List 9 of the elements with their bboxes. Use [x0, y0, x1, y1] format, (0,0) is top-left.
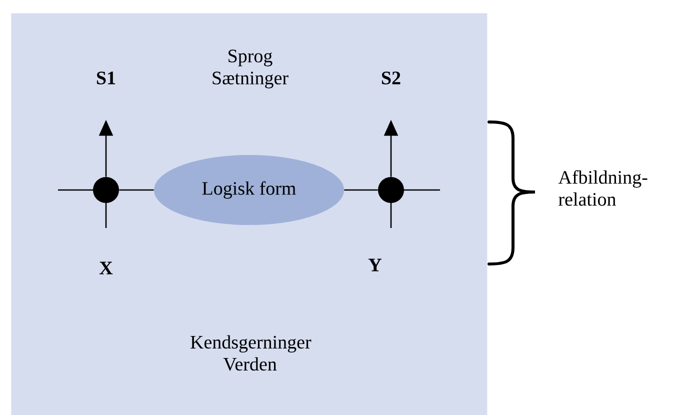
- label: S2: [382, 72, 400, 84]
- label: X: [100, 262, 113, 274]
- label: S1: [96, 72, 116, 84]
- dot: [378, 177, 404, 203]
- connector-line: [344, 189, 378, 191]
- label: Afbildning- relation: [558, 170, 648, 206]
- label: Y: [368, 258, 382, 272]
- connector-line: [119, 189, 154, 191]
- dot: [93, 177, 119, 203]
